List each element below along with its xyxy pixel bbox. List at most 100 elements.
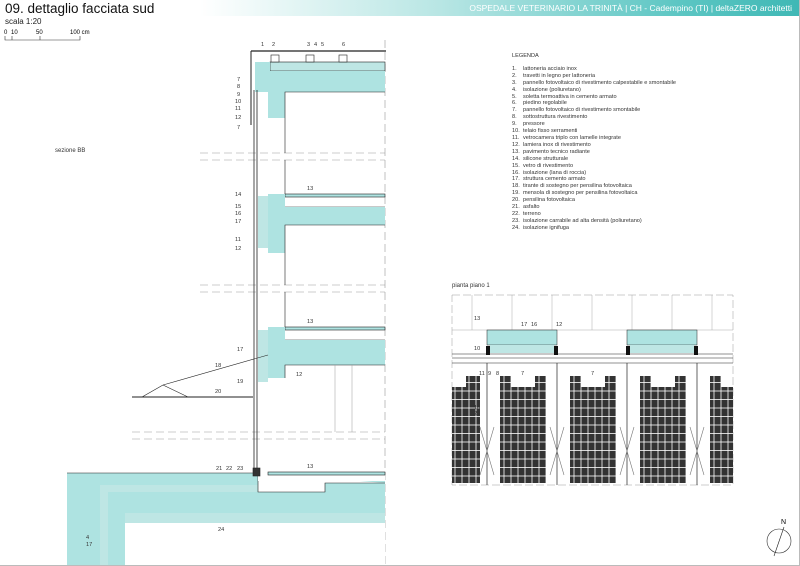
- section-callout: 4: [314, 42, 317, 48]
- section-callout: 7: [237, 125, 240, 131]
- section-callout: 13: [307, 319, 313, 325]
- plan-callout: 20: [474, 411, 480, 417]
- legend-item-text: sottostruttura rivestimento: [523, 114, 588, 121]
- raised-floor-3: [284, 326, 386, 331]
- plan-callout: 12: [556, 322, 562, 328]
- section-callout: 9: [237, 92, 240, 98]
- section-callout: 11: [235, 237, 241, 243]
- plan-callout: 11: [479, 371, 485, 377]
- section-callout: 15: [235, 204, 241, 210]
- legend-item: 15.vetro di rivestimento: [512, 163, 676, 170]
- legend-item-number: 2.: [512, 72, 517, 79]
- section-callout: 12: [235, 246, 241, 252]
- section-callout: 21: [216, 466, 222, 472]
- legend-item-text: isolazione (lana di roccia): [523, 169, 587, 176]
- section-callout: 19: [237, 379, 243, 385]
- project-title: OSPEDALE VETERINARIO LA TRINITÀ | CH - C…: [469, 3, 792, 13]
- section-callout: 23: [237, 466, 243, 472]
- plan-callout: 10: [474, 346, 480, 352]
- legend-item-text: pannello fotovoltaico di rivestimento sm…: [523, 107, 641, 114]
- section-callout: 7: [237, 77, 240, 83]
- scale-bar: 0 10 50 100 cm: [4, 30, 90, 41]
- section-callout: 24: [218, 527, 224, 533]
- plan-callout: 17: [521, 322, 527, 328]
- legend-item-number: 13.: [512, 148, 520, 155]
- legend-title: LEGENDA: [512, 53, 539, 59]
- legend-item-text: travetti in legno per lattoneria: [523, 72, 596, 79]
- legend-item-number: 5.: [512, 93, 517, 100]
- raised-floor-2: [284, 193, 386, 198]
- legend-item: 23.isolazione carrabile ad alta densità …: [512, 218, 676, 225]
- legend-item-text: silicone strutturale: [523, 155, 569, 162]
- raised-floor-ground: [267, 471, 386, 476]
- section-callout: 17: [237, 347, 243, 353]
- legend-item-number: 18.: [512, 183, 520, 190]
- section-callout: 18: [215, 363, 221, 369]
- scale-tick-100: 100 cm: [70, 30, 90, 36]
- legend-item-number: 16.: [512, 169, 520, 176]
- legend-item: 5.soletta termoattiva in cemento armato: [512, 94, 676, 101]
- section-callout: 14: [235, 192, 241, 198]
- plan-callout: 8: [496, 371, 499, 377]
- canopy-tie-rod: [162, 354, 269, 386]
- legend-item: 17.struttura cemento armato: [512, 176, 676, 183]
- legend-item: 20.pensilina fotovoltaica: [512, 197, 676, 204]
- legend-item: 9. pressore: [512, 121, 676, 128]
- legend-item-number: 6.: [512, 100, 517, 107]
- roof-insulation: [269, 61, 386, 72]
- section-callout: 16: [235, 211, 241, 217]
- legend-item-text: pressore: [523, 121, 545, 128]
- section-callout: 12: [235, 115, 241, 121]
- legend-item-text: mensola di sostegno per pensilina fotovo…: [523, 190, 638, 197]
- section-callout: 4: [86, 535, 89, 541]
- section-callout: 10: [235, 99, 241, 105]
- legend-item-number: 23.: [512, 217, 520, 224]
- legend-item-text: telaio fisso serramenti: [523, 128, 578, 135]
- legend-item: 7.pannello fotovoltaico di rivestimento …: [512, 107, 676, 114]
- legend-item-text: isolazione carrabile ad alta densità (po…: [523, 217, 642, 224]
- legend-item-text: asfalto: [523, 204, 540, 211]
- tie-rods: [479, 426, 705, 476]
- legend-item-text: isolazione (poliuretano): [523, 86, 581, 93]
- legend-item: 14.silicone strutturale: [512, 156, 676, 163]
- north-arrow-icon: N: [766, 519, 792, 557]
- legend-item: 2. travetti in legno per lattoneria: [512, 73, 676, 80]
- legend-item-number: 1.: [512, 65, 517, 72]
- plan-callout: 13: [474, 316, 480, 322]
- section-callout: 13: [307, 464, 313, 470]
- legend-item-text: struttura cemento armato: [523, 176, 586, 183]
- pv-panels: [452, 376, 733, 483]
- section-callout: 1: [261, 42, 264, 48]
- section-callout: 6: [342, 42, 345, 48]
- plan-floor-1: [451, 294, 734, 486]
- section-callout: 12: [296, 372, 302, 378]
- pv-feet: [270, 54, 348, 63]
- legend-item-number: 3.: [512, 79, 517, 86]
- legend-item: 1.lattoneria acciaio inox: [512, 66, 676, 73]
- header-band: OSPEDALE VETERINARIO LA TRINITÀ | CH - C…: [0, 0, 800, 16]
- legend-item: 3.pannello fotovoltaico di rivestimento …: [512, 80, 676, 87]
- legend-item-text: pavimento tecnico radiante: [523, 148, 590, 155]
- legend-item-number: 4.: [512, 86, 517, 93]
- legend-item-number: 9.: [512, 121, 517, 128]
- column-2: [626, 329, 698, 346]
- legend-item-text: pensilina fotovoltaica: [523, 197, 575, 204]
- legend-item: 18.tirante di sostegno per pensilina fot…: [512, 183, 676, 190]
- legend-item-number: 15.: [512, 162, 520, 169]
- section-callout: 22: [226, 466, 232, 472]
- legend-item: 6.piedino regolabile: [512, 100, 676, 107]
- plan-callout: 16: [531, 322, 537, 328]
- legend-item: 10.telaio fisso serramenti: [512, 128, 676, 135]
- section-callout: 11: [235, 106, 241, 112]
- legend-item: 11.vetrocamera triplo con lamelle integr…: [512, 135, 676, 142]
- plan-callout: 9: [488, 371, 491, 377]
- section-label: sezione BB: [55, 148, 86, 154]
- section-callout: 13: [307, 186, 313, 192]
- section-callout: 3: [307, 42, 310, 48]
- legend-item-number: 22.: [512, 210, 520, 217]
- legend-item-number: 12.: [512, 141, 520, 148]
- plan-callout: 7: [521, 371, 524, 377]
- plan-callout: 7: [591, 371, 594, 377]
- legend-item-number: 17.: [512, 176, 520, 183]
